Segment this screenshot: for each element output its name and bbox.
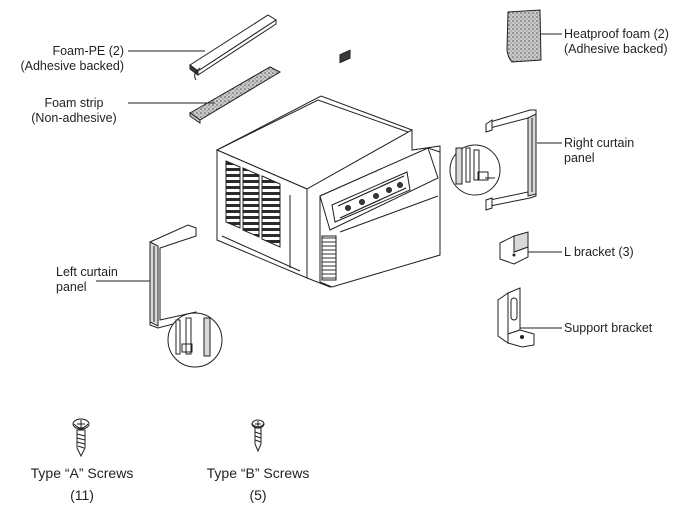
support-bracket-drawing	[497, 287, 535, 348]
foam-pe-strip	[189, 14, 277, 81]
foam-pe-label: Foam-PE (2) (Adhesive backed)	[0, 44, 124, 74]
heatproof-foam-label-line1: Heatproof foam (2)	[564, 27, 669, 41]
support-bracket-label-text: Support bracket	[564, 321, 653, 335]
foam-strip-label-line1: Foam strip	[44, 96, 104, 110]
l-bracket-label-text: L bracket (3)	[564, 245, 634, 259]
type-a-screw-icon	[72, 418, 90, 458]
heatproof-foam	[506, 9, 542, 63]
type-b-screws-count: (5)	[249, 487, 267, 503]
foam-strip-label-line2: (Non-adhesive)	[31, 111, 117, 125]
type-b-screw-icon	[251, 419, 265, 453]
type-b-screws-label: Type “B” Screws (5)	[192, 462, 324, 506]
air-conditioner-unit	[215, 49, 441, 288]
foam-pe-label-line2: (Adhesive backed)	[20, 59, 124, 73]
right-curtain-label-line2: panel	[564, 151, 595, 165]
foam-strip-label: Foam strip (Non-adhesive)	[18, 96, 130, 126]
right-curtain-label-line1: Right curtain	[564, 136, 635, 150]
foam-pe-label-line1: Foam-PE (2)	[52, 44, 124, 58]
heatproof-foam-label-line2: (Adhesive backed)	[564, 42, 668, 56]
type-a-screws-label: Type “A” Screws (11)	[16, 462, 148, 506]
type-a-screws-count: (11)	[70, 487, 94, 503]
right-curtain-label: Right curtain panel	[564, 136, 634, 166]
left-curtain-panel-drawing	[149, 224, 223, 368]
foam-strip	[189, 66, 282, 124]
type-b-screws-name: Type “B” Screws	[206, 465, 310, 481]
type-a-screws-name: Type “A” Screws	[30, 465, 134, 481]
right-curtain-panel-drawing	[449, 109, 537, 211]
l-bracket-drawing	[499, 231, 529, 265]
left-curtain-label-line2: panel	[56, 280, 87, 294]
support-bracket-label: Support bracket	[564, 321, 652, 336]
l-bracket-label: L bracket (3)	[564, 245, 634, 260]
left-curtain-label-line1: Left curtain	[56, 265, 118, 279]
heatproof-foam-label: Heatproof foam (2) (Adhesive backed)	[564, 27, 669, 57]
left-curtain-label: Left curtain panel	[56, 265, 118, 295]
